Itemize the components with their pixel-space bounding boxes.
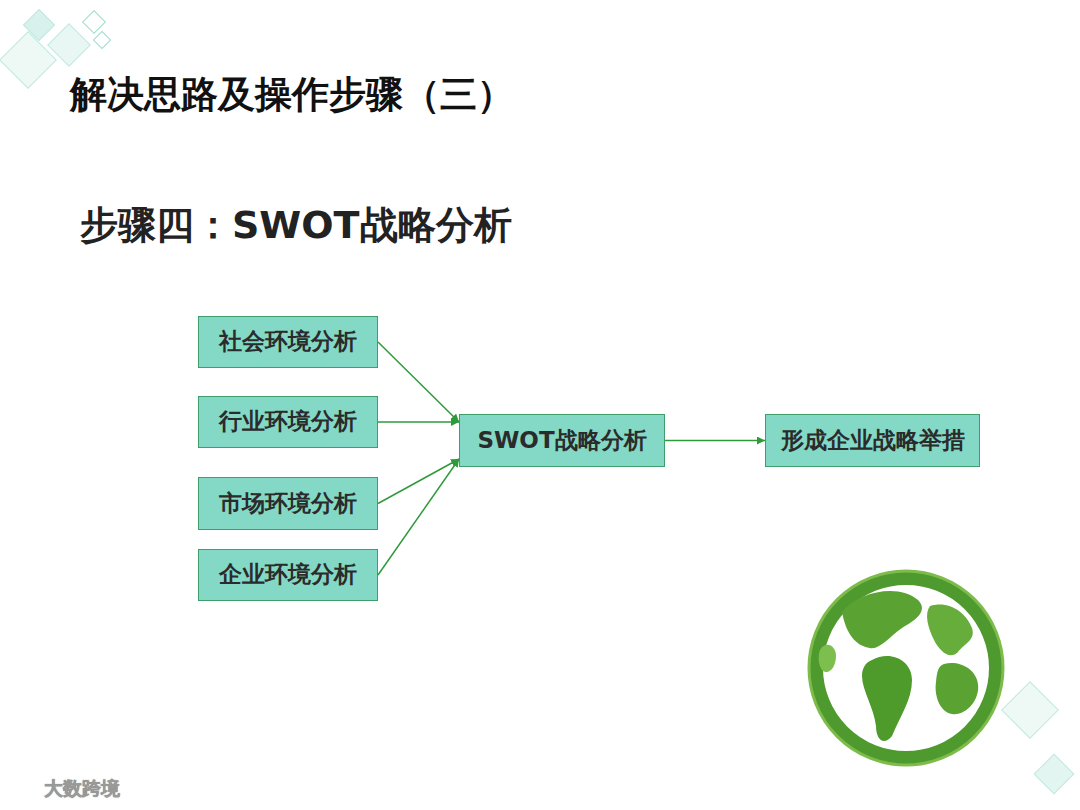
step-heading: 步骤四：SWOT战略分析 (80, 200, 512, 251)
box-label: SWOT战略分析 (477, 427, 646, 455)
arrow-connector (378, 459, 459, 575)
process-box: 企业环境分析 (198, 549, 378, 601)
watermark: 大数跨境 (44, 776, 120, 802)
arrow-connector (665, 440, 765, 442)
box-label: 行业环境分析 (219, 408, 357, 436)
process-box: 社会环境分析 (198, 316, 378, 368)
arrow-connector (378, 342, 459, 422)
box-label: 企业环境分析 (219, 561, 357, 589)
process-box: 市场环境分析 (198, 477, 378, 530)
box-label: 社会环境分析 (219, 328, 357, 356)
process-box: SWOT战略分析 (459, 414, 665, 467)
process-box: 形成企业战略举措 (765, 414, 980, 467)
box-label: 市场环境分析 (219, 490, 357, 518)
green-globe (809, 571, 1003, 765)
corner-squares (0, 9, 1074, 793)
process-box: 行业环境分析 (198, 396, 378, 448)
slide-title: 解决思路及操作步骤（三） (70, 70, 514, 120)
arrow-connector (378, 421, 459, 423)
arrow-connector (378, 459, 459, 504)
box-label: 形成企业战略举措 (781, 427, 965, 455)
